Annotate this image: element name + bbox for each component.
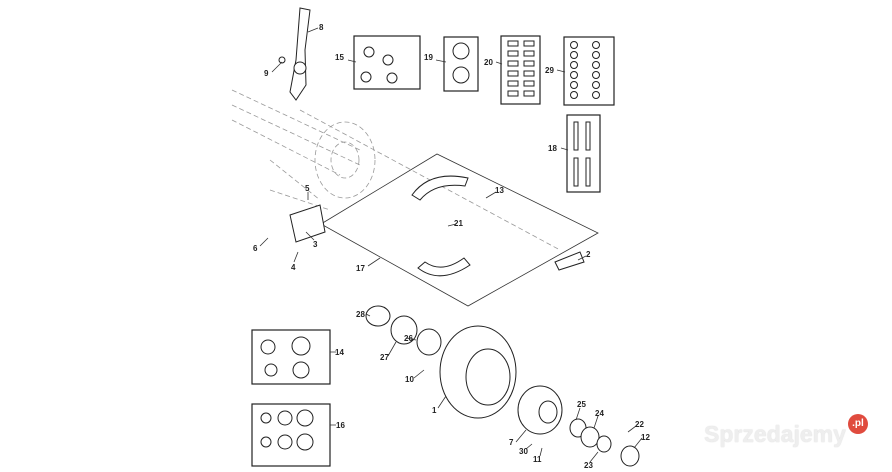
washer-icon: [592, 51, 600, 59]
bolt-grid: [507, 40, 600, 187]
seal-28: [365, 305, 391, 327]
nut-23: [596, 435, 612, 453]
washer-icon: [592, 41, 600, 49]
shoe-kit-frame: [320, 153, 599, 307]
stud-part: [554, 251, 585, 271]
callout-24: 24: [595, 409, 604, 418]
callout-13: 13: [495, 186, 504, 195]
callout-26: 26: [404, 334, 413, 343]
washer-icon: [592, 81, 600, 89]
callout-2: 2: [586, 250, 591, 259]
lever-part: [278, 7, 311, 101]
callout-29: 29: [545, 66, 554, 75]
spring-icon: [585, 157, 591, 187]
callout-28: 28: [356, 310, 365, 319]
callout-23: 23: [584, 461, 593, 470]
washer-icon: [570, 91, 578, 99]
washer-icon: [570, 71, 578, 79]
callout-labels: 8 9 15 19 20 29 18 5 13 21 3 6 2 4 17 28…: [253, 23, 650, 470]
callout-21: 21: [454, 219, 463, 228]
spring-icon: [573, 157, 579, 187]
bolt-icon: [507, 40, 519, 47]
bearing-27: [390, 315, 418, 345]
brake-shoe-lower: [417, 257, 471, 277]
watermark-logo: Sprzedajemy: [704, 421, 846, 447]
callout-30: 30: [519, 447, 528, 456]
bolt-icon: [507, 70, 519, 77]
callout-17: 17: [356, 264, 365, 273]
kit-box-14: [251, 329, 331, 385]
callout-25: 25: [577, 400, 586, 409]
bolt-icon: [507, 50, 519, 57]
callout-3: 3: [313, 240, 318, 249]
callout-20: 20: [484, 58, 493, 67]
washer-icon: [570, 81, 578, 89]
callout-14: 14: [335, 348, 344, 357]
callout-4: 4: [291, 263, 296, 272]
bolt-icon: [523, 40, 535, 47]
axle-outline: [231, 89, 561, 251]
washer-icon: [592, 91, 600, 99]
bolt-icon: [523, 60, 535, 67]
callout-1: 1: [432, 406, 437, 415]
bolt-icon: [523, 70, 535, 77]
watermark-badge: .pl: [847, 414, 868, 434]
bearing-24: [580, 426, 600, 448]
bolt-icon: [507, 60, 519, 67]
callout-8: 8: [319, 23, 324, 32]
spring-icon: [573, 121, 579, 151]
bolt-icon: [523, 80, 535, 87]
bolt-icon: [523, 50, 535, 57]
bolt-icon: [507, 80, 519, 87]
callout-7: 7: [509, 438, 514, 447]
brake-drum: [439, 325, 517, 419]
spring-icon: [585, 121, 591, 151]
ring-26: [416, 328, 442, 356]
callout-11: 11: [533, 455, 542, 464]
washer-icon: [592, 71, 600, 79]
callout-12: 12: [641, 433, 650, 442]
washer-icon: [592, 61, 600, 69]
callout-5: 5: [305, 184, 310, 193]
callout-19: 19: [424, 53, 433, 62]
callout-9: 9: [264, 69, 269, 78]
kit-contents: [260, 42, 470, 451]
washer-icon: [570, 61, 578, 69]
bolt-icon: [507, 90, 519, 97]
callout-27: 27: [380, 353, 389, 362]
callout-10: 10: [405, 375, 414, 384]
kit-box-18: [566, 114, 601, 193]
callout-15: 15: [335, 53, 344, 62]
washer-icon: [570, 51, 578, 59]
callout-22: 22: [635, 420, 644, 429]
spring-cylinder: [289, 204, 326, 243]
bolt-icon: [523, 90, 535, 97]
brake-shoe-upper: [411, 175, 469, 201]
watermark: Sprzedajemy .pl: [704, 414, 868, 448]
callout-16: 16: [336, 421, 345, 430]
hub: [517, 385, 563, 435]
washer-icon: [570, 41, 578, 49]
callout-6: 6: [253, 244, 258, 253]
cap-12: [620, 445, 640, 467]
callout-18: 18: [548, 144, 557, 153]
